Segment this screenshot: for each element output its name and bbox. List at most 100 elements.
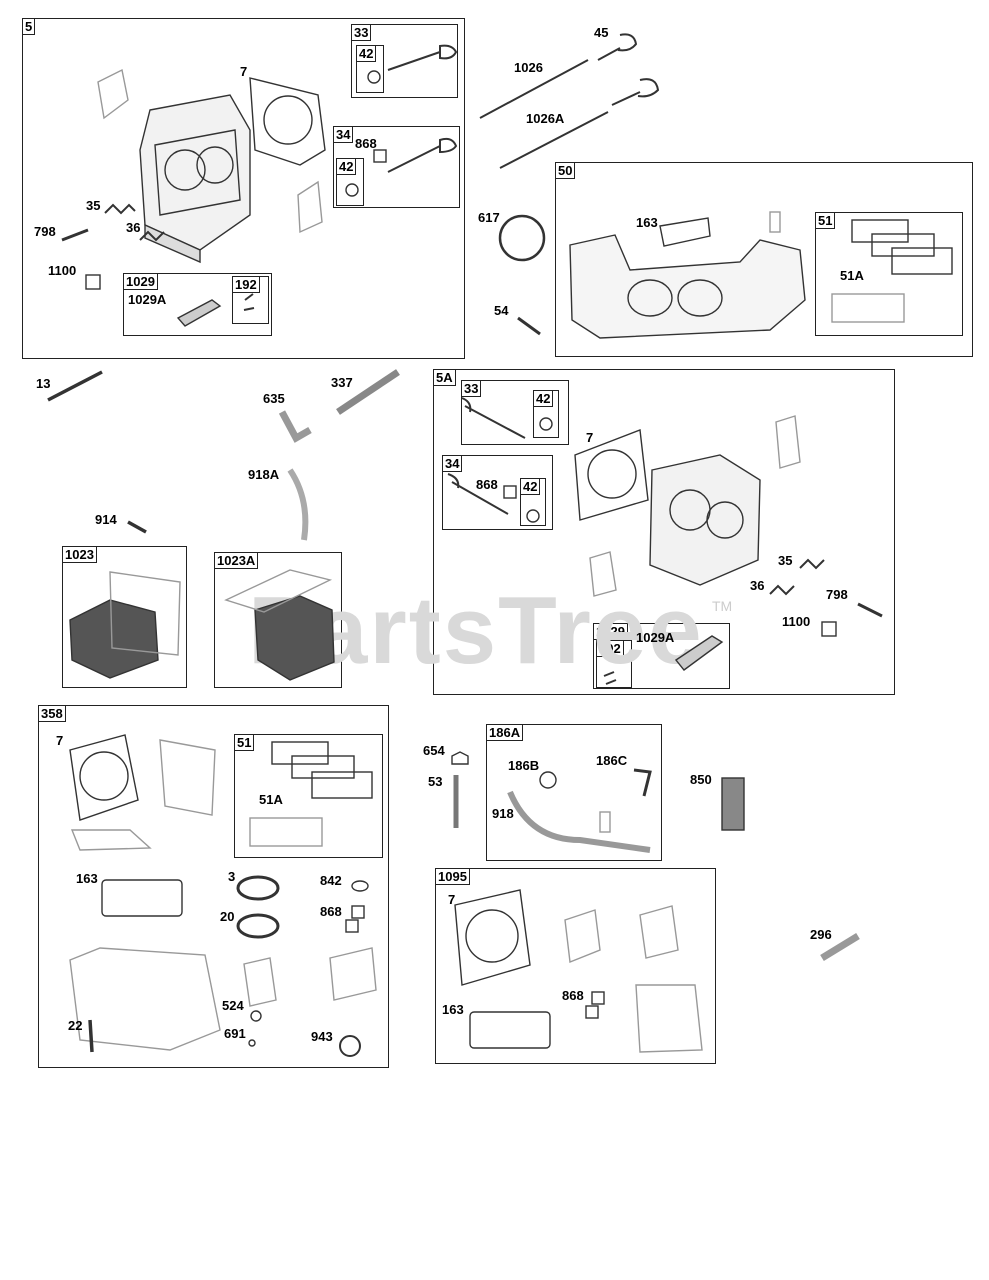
part-label[interactable]: 868 [320,904,342,919]
group-tag[interactable]: 51 [815,212,836,229]
part-label[interactable]: 842 [320,873,342,888]
part-label[interactable]: 45 [594,25,609,40]
part-label[interactable]: 798 [826,587,848,602]
o-ring-part[interactable] [498,214,546,262]
group-tag[interactable]: 1023 [62,546,97,563]
valve-keeper-part[interactable] [539,417,553,431]
nut-part[interactable] [451,751,469,765]
group-tag[interactable]: 42 [356,45,377,62]
part-label[interactable]: 36 [126,220,141,235]
exhaust-gasket-part[interactable] [97,68,129,120]
head-gasket-part[interactable] [574,429,649,521]
valve-spring-part[interactable] [104,203,136,215]
gasket-part[interactable] [564,909,601,963]
valve-keeper-part[interactable] [526,509,540,523]
rocker-arm-part[interactable] [176,299,222,327]
manifold-gasket-part[interactable] [101,879,183,917]
oil-seal-part[interactable] [236,875,280,901]
part-label[interactable]: 186C [596,753,628,768]
valve-cover-part[interactable] [224,569,335,681]
rocker-screw-part[interactable] [243,293,255,311]
fitting-part[interactable] [769,211,781,233]
part-label[interactable]: 918A [248,467,280,482]
part-label[interactable]: 53 [428,774,443,789]
part-label[interactable]: 163 [442,1002,464,1017]
valve-part[interactable] [387,44,458,71]
part-label[interactable]: 51A [840,268,864,283]
gasket-set-part[interactable] [831,219,953,323]
part-label[interactable]: 914 [95,512,117,527]
screw-part[interactable] [127,520,147,534]
part-label[interactable]: 798 [34,224,56,239]
intake-gasket-part[interactable] [589,551,617,597]
head-gasket-part[interactable] [69,734,139,821]
part-label[interactable]: 1100 [48,263,77,278]
gasket-part[interactable] [70,829,152,851]
intake-manifold-part[interactable] [569,234,806,339]
gasket-set-part[interactable] [249,741,373,847]
part-label[interactable]: 1026A [526,111,565,126]
part-label[interactable]: 13 [36,376,51,391]
group-tag[interactable]: 42 [336,158,357,175]
valve-part[interactable] [447,473,509,515]
pushrod-part[interactable] [499,111,609,169]
part-label[interactable]: 54 [494,303,509,318]
group-tag[interactable]: 192 [596,640,624,657]
bolt-part[interactable] [47,370,103,402]
part-label[interactable]: 7 [448,892,456,907]
part-label[interactable]: 1100 [782,614,811,629]
valve-seal-part[interactable] [585,1005,599,1019]
valve-spring-part[interactable] [769,584,795,596]
fitting-part[interactable] [599,811,611,833]
part-label[interactable]: 691 [224,1026,246,1041]
group-tag[interactable]: 33 [351,24,372,41]
part-label[interactable]: 868 [355,136,377,151]
o-ring-part[interactable] [351,880,369,892]
part-label[interactable]: 635 [263,391,285,406]
valve-part[interactable] [461,397,526,439]
valve-seal-part[interactable] [591,991,605,1005]
part-label[interactable]: 1029A [128,292,167,307]
part-label[interactable]: 35 [86,198,101,213]
bolt-part[interactable] [88,1019,94,1053]
oil-seal-part[interactable] [236,913,280,939]
group-tag[interactable]: 1023A [214,552,259,569]
part-label[interactable]: 36 [750,578,765,593]
breather-tube-part[interactable] [287,468,309,541]
cylinder-head-part[interactable] [649,454,761,586]
valve-seal-part[interactable] [345,919,359,933]
washer-part[interactable] [250,1010,262,1022]
valve-part[interactable] [597,33,638,61]
o-ring-part[interactable] [339,1035,361,1057]
manifold-gasket-part[interactable] [659,217,711,247]
group-tag[interactable]: 192 [232,276,260,293]
valve-seal-part[interactable] [373,149,387,163]
part-label[interactable]: 35 [778,553,793,568]
group-tag[interactable]: 1095 [435,868,470,885]
part-label[interactable]: 617 [478,210,500,225]
part-label[interactable]: 163 [76,871,98,886]
gasket-part[interactable] [243,957,277,1007]
washer-part[interactable] [248,1039,256,1047]
head-gasket-part[interactable] [249,77,326,166]
part-label[interactable]: 1026 [514,60,543,75]
group-tag[interactable]: 34 [333,126,354,143]
part-label[interactable]: 868 [562,988,584,1003]
valve-spring-part[interactable] [799,558,825,570]
cylinder-head-part[interactable] [139,94,251,264]
part-label[interactable]: 868 [476,477,498,492]
pulse-fitting-part[interactable] [539,771,557,789]
group-tag[interactable]: 5 [22,18,36,35]
valve-keeper-part[interactable] [367,70,381,84]
part-label[interactable]: 524 [222,998,244,1013]
valve-seal-part[interactable] [503,485,517,499]
group-tag[interactable]: 1029 [123,273,158,290]
screw-part[interactable] [517,316,541,336]
part-label[interactable]: 51A [259,792,283,807]
valve-cover-part[interactable] [69,571,181,679]
part-label[interactable]: 296 [810,927,832,942]
part-label[interactable]: 918 [492,806,514,821]
group-tag[interactable]: 358 [38,705,66,722]
part-label[interactable]: 654 [423,743,445,758]
part-label[interactable]: 943 [311,1029,333,1044]
